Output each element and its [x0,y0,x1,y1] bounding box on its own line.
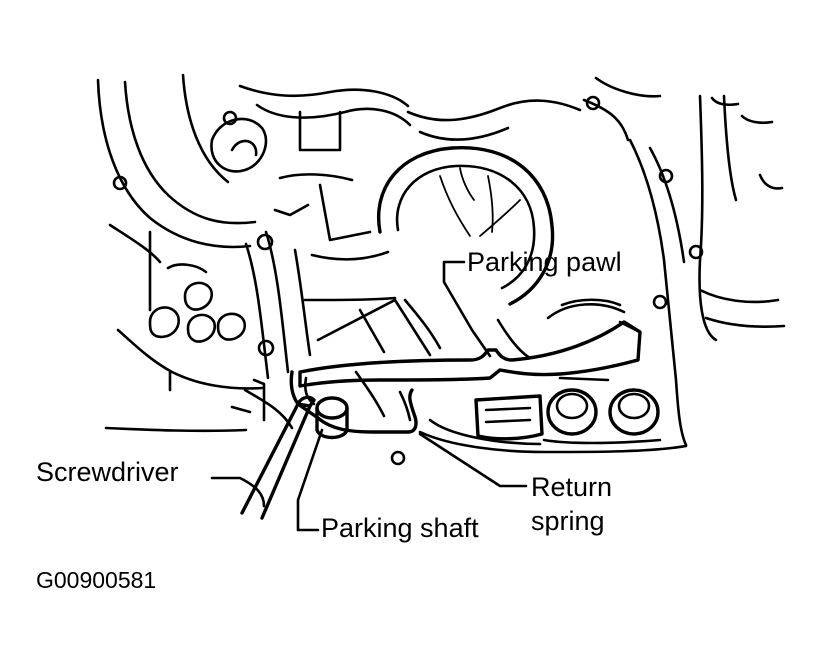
screwdriver [240,395,316,520]
screwdriver-label: Screwdriver [36,457,179,487]
bolts [390,376,688,466]
transmission-case-outline [96,73,412,392]
parking-pawl-label: Parking pawl [467,247,622,277]
parking-shaft-label: Parking shaft [321,513,479,543]
return-spring-label: Return spring [531,472,613,536]
leader-lines [210,260,528,532]
case-bore [303,146,555,360]
figure-code: G00900581 [36,567,157,593]
case-right-side [406,76,786,447]
case-lower-left [104,378,294,433]
parking-pawl [298,320,642,388]
parking-shaft [315,396,349,440]
